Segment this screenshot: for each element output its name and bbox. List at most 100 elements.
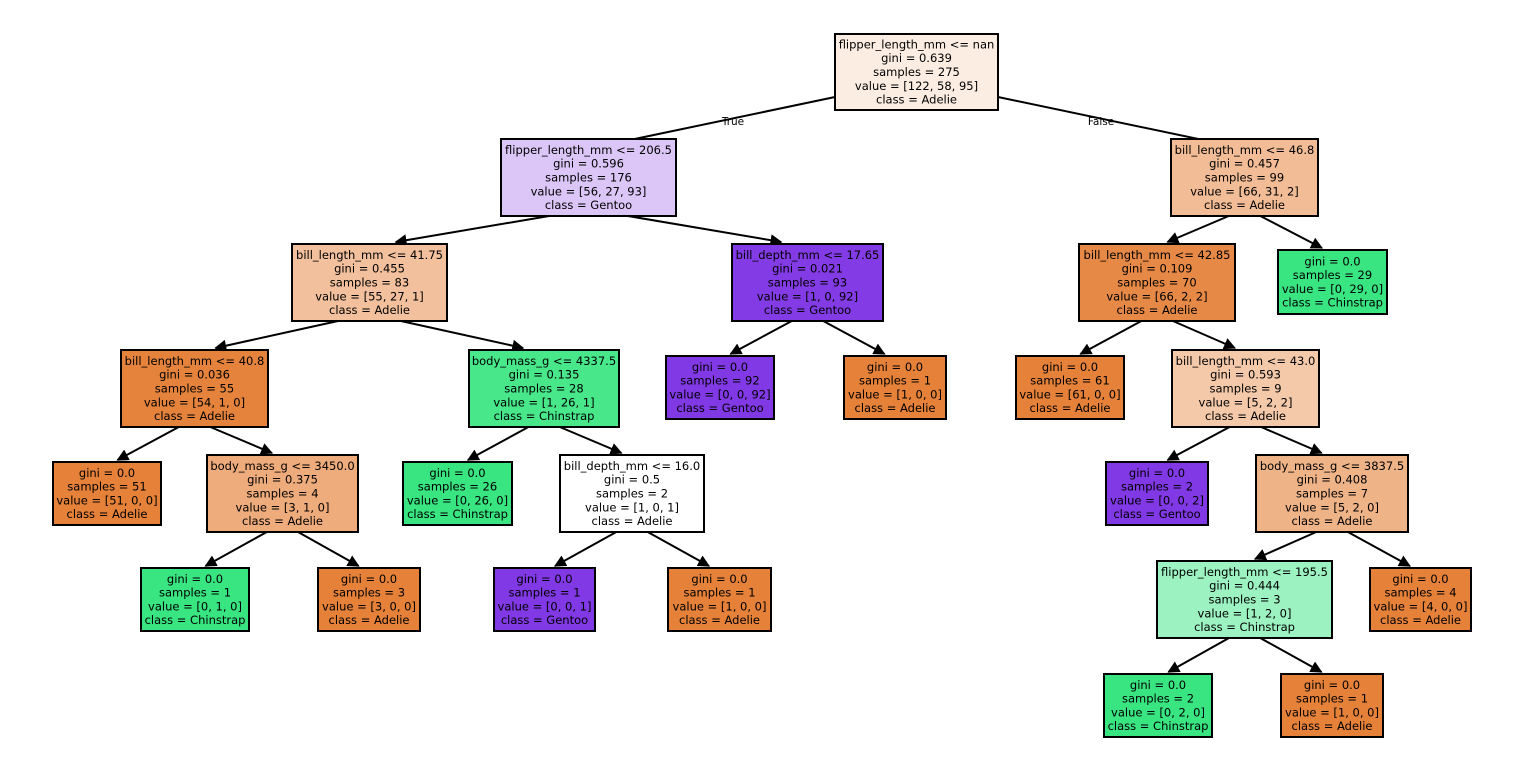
- node-text-line: samples = 1: [508, 586, 580, 600]
- node-text-line: value = [0, 26, 0]: [407, 493, 508, 507]
- node-box: [317, 567, 421, 632]
- node-text-line: bill_length_mm <= 41.75: [296, 248, 443, 262]
- tree-edges: [116, 96, 1411, 673]
- node-box: [843, 355, 947, 420]
- node-text-line: gini = 0.0: [1392, 572, 1448, 586]
- node-text-line: gini = 0.0: [1304, 254, 1360, 268]
- node-text-line: class = Adelie: [1117, 303, 1198, 317]
- node-text-line: samples = 29: [1293, 268, 1372, 282]
- node-text-line: samples = 1: [683, 586, 755, 600]
- node-text-line: samples = 2: [1121, 480, 1193, 494]
- node-text-line: gini = 0.0: [1129, 466, 1185, 480]
- node-box: [834, 33, 999, 111]
- node-text-line: gini = 0.0: [341, 572, 397, 586]
- node-text-line: class = Adelie: [1292, 514, 1373, 528]
- node-text-line: samples = 55: [155, 382, 234, 396]
- node-text-line: value = [3, 0, 0]: [322, 599, 416, 613]
- node-text-line: gini = 0.036: [159, 368, 230, 382]
- node-box: [1170, 138, 1319, 217]
- node-text-line: class = Gentoo: [545, 198, 632, 212]
- tree-edge-n21-n22: [1253, 531, 1317, 561]
- node-box: [291, 243, 448, 322]
- node-text-line: samples = 7: [1296, 487, 1368, 501]
- tree-edge-n19-n20: [1166, 426, 1231, 461]
- node-text-line: class = Chinstrap: [145, 613, 246, 627]
- node-text-line: gini = 0.444: [1209, 579, 1280, 593]
- node-text-line: gini = 0.109: [1122, 262, 1193, 276]
- node-text-line: value = [54, 1, 0]: [144, 395, 245, 409]
- tree-edge-n22-n24: [1259, 637, 1323, 673]
- node-text-line: value = [0, 0, 1]: [498, 599, 592, 613]
- node-box: [500, 138, 677, 217]
- node-text-line: samples = 99: [1205, 171, 1284, 185]
- node-text-line: samples = 83: [330, 276, 409, 290]
- node-text-line: samples = 26: [418, 480, 497, 494]
- node-text-line: gini = 0.135: [509, 368, 580, 382]
- tree-edge-n3-n4: [116, 426, 180, 461]
- node-box: [52, 461, 162, 526]
- tree-edge-labels: True False: [721, 116, 1114, 128]
- node-text-line: class = Adelie: [1292, 719, 1373, 733]
- node-box: [559, 454, 705, 533]
- node-text-line: bill_depth_mm <= 17.65: [736, 248, 880, 262]
- node-text-line: class = Adelie: [592, 514, 673, 528]
- node-text-line: value = [4, 0, 0]: [1374, 599, 1468, 613]
- node-text-line: class = Adelie: [329, 303, 410, 317]
- node-text-line: bill_length_mm <= 40.8: [125, 354, 265, 368]
- node-text-line: bill_length_mm <= 46.8: [1175, 143, 1315, 157]
- tree-edge-n17-n19: [1172, 320, 1236, 350]
- node-text-line: class = Chinstrap: [1282, 296, 1383, 310]
- node-box: [1255, 454, 1409, 533]
- node-text-line: value = [66, 2, 2]: [1106, 289, 1207, 303]
- node-text-line: samples = 2: [596, 487, 668, 501]
- node-text-line: samples = 9: [1209, 382, 1281, 396]
- tree-edge-n17-n18: [1079, 320, 1142, 355]
- node-text-line: samples = 92: [680, 374, 759, 388]
- tree-edge-n1-n2: [394, 215, 550, 247]
- node-text-line: samples = 3: [333, 586, 405, 600]
- node-text-line: value = [0, 1, 0]: [148, 599, 242, 613]
- tree-edge-n2-n3: [214, 320, 339, 352]
- node-text-line: gini = 0.457: [1209, 157, 1280, 171]
- node-text-line: flipper_length_mm <= 195.5: [1161, 565, 1328, 579]
- node-text-line: class = Gentoo: [1113, 507, 1200, 521]
- node-text-line: flipper_length_mm <= 206.5: [505, 143, 672, 157]
- node-text-line: samples = 176: [545, 171, 632, 185]
- node-text-line: value = [1, 0, 0]: [848, 387, 942, 401]
- node-text-line: class = Adelie: [329, 613, 410, 627]
- node-text-line: value = [1, 0, 92]: [757, 289, 858, 303]
- node-text-line: samples = 51: [67, 480, 146, 494]
- node-text-line: body_mass_g <= 3450.0: [210, 459, 354, 473]
- node-box: [120, 349, 269, 428]
- node-text-line: class = Adelie: [1204, 198, 1285, 212]
- node-text-line: value = [51, 0, 0]: [56, 493, 157, 507]
- node-text-line: value = [0, 2, 0]: [1111, 705, 1205, 719]
- node-text-line: value = [61, 0, 0]: [1019, 387, 1120, 401]
- node-box: [1171, 349, 1320, 428]
- tree-edge-n3-n5: [209, 426, 274, 455]
- node-text-line: gini = 0.0: [692, 360, 748, 374]
- node-text-line: bill_depth_mm <= 16.0: [564, 459, 700, 473]
- node-text-line: class = Adelie: [1380, 613, 1461, 627]
- edge-label-false: False: [1088, 116, 1114, 128]
- node-text-line: value = [1, 26, 1]: [493, 395, 594, 409]
- node-text-line: class = Adelie: [876, 93, 957, 107]
- tree-edge-n8-n10: [559, 426, 623, 455]
- node-box: [1078, 243, 1236, 322]
- node-text-line: gini = 0.5: [604, 473, 660, 487]
- node-text-line: class = Adelie: [1030, 401, 1111, 415]
